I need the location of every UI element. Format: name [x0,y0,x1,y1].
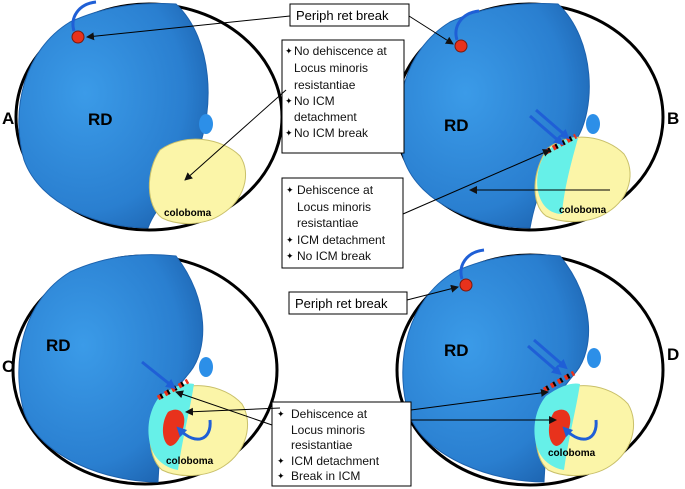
callout-box-a: ✦ No dehiscence at Locus minoris resista… [184,39,405,181]
callout-periph-bottom: Periph ret break [288,284,459,315]
callout-periph-top-text: Periph ret break [296,8,389,23]
optic-disc-a [199,114,213,134]
break-flap-d [459,248,485,280]
callout-box-a-bullet-1: ✦ [285,46,293,56]
callout-box-c-line-4: ICM detachment [291,454,380,468]
leader-box-c-1 [175,390,273,426]
callout-box-c: ✦ Dehiscence at Locus minoris resistanti… [175,388,557,487]
callout-box-a-line-6: No ICM break [294,126,369,140]
leader-box-a [184,89,287,181]
coloboma-label-a: coloboma [164,208,212,219]
callout-box-a-line-5: detachment [294,110,357,124]
callout-box-c-bullet-2: ✦ [277,456,285,466]
leader-box-c-3 [410,388,549,411]
peripheral-break-b [454,39,468,53]
callout-box-a-frame [281,39,405,154]
coloboma-label-d: coloboma [548,448,596,459]
coloboma-a [148,138,247,225]
dehiscence-dots-d [542,370,576,393]
curved-flow-arrow-d [562,419,598,441]
optic-disc-d [587,348,601,368]
panel-letter-b: B [667,109,679,128]
callout-box-c-frame [271,401,412,487]
flow-arrow-b1 [529,114,564,146]
callout-box-a-line-4: No ICM [294,94,335,108]
flow-arrow-b2 [535,108,570,140]
panel-b: RD coloboma B [393,2,679,232]
callout-box-a-line-3: resistantiae [294,78,356,92]
callout-box-b-frame [281,177,404,269]
optic-disc-c [199,357,213,377]
callout-box-c-line-5: Break in ICM [291,469,360,483]
rd-label-d: RD [444,341,469,360]
callout-box-b-line-1: Dehiscence at [297,183,374,197]
leader-box-b-1 [402,149,551,215]
panel-c: RD coloboma C [2,254,279,486]
callout-box-b-line-4: ICM detachment [297,233,386,247]
callout-box-b-bullet-2: ✦ [286,235,294,245]
callout-box-c-line-3: resistantiae [291,438,353,452]
callout-box-b-bullet-3: ✦ [286,251,294,261]
flow-arrow-c [141,360,176,390]
flow-arrow-d2 [533,338,568,370]
coloboma-label-c: coloboma [166,456,214,467]
flow-arrow-d1 [527,344,562,376]
leader-periph-top-b [408,15,454,45]
callout-box-b-line-5: No ICM break [297,249,372,263]
rd-label-b: RD [444,116,469,135]
panel-letter-a: A [2,109,14,128]
callout-box-b-line-3: resistantiae [297,216,359,230]
panel-letter-d: D [667,345,679,364]
coloboma-label-b: coloboma [559,205,607,216]
panel-d: RD coloboma D [395,248,679,487]
panel-a: RD coloboma A [2,0,284,232]
callout-box-b: ✦ Dehiscence at Locus minoris resistanti… [281,149,610,269]
callout-box-a-line-2: Locus minoris [294,61,368,75]
leader-box-c-2 [185,407,281,416]
break-flap-a [71,0,97,32]
callout-box-c-line-1: Dehiscence at [291,407,368,421]
rd-label-a: RD [88,110,113,129]
peripheral-break-d [459,278,473,292]
callout-box-c-line-2: Locus minoris [291,423,365,437]
dehiscence-dots-b [544,133,578,155]
leader-periph-bottom [406,284,459,301]
panel-letter-c: C [2,357,14,376]
callout-periph-bottom-text: Periph ret break [295,296,388,311]
callout-box-b-bullet-1: ✦ [286,185,294,195]
rd-label-c: RD [46,336,71,355]
callout-box-a-bullet-2: ✦ [285,96,293,106]
leader-periph-top-a [86,15,291,41]
callout-box-a-bullet-3: ✦ [285,128,293,138]
peripheral-break-a [71,30,85,44]
callout-periph-top: Periph ret break [86,3,454,45]
callout-periph-bottom-box [288,291,408,315]
callout-box-c-bullet-3: ✦ [277,471,285,481]
curved-flow-arrow-c [176,419,212,441]
dehiscence-dots-c [156,378,190,401]
callout-periph-top-box [289,3,410,27]
callout-box-c-bullet-1: ✦ [277,409,285,419]
break-flap-b [454,9,480,41]
callout-box-a-line-1: No dehiscence at [294,44,387,58]
callout-box-b-line-2: Locus minoris [297,200,371,214]
optic-disc-b [586,114,600,134]
icm-detachment-b [537,137,578,214]
